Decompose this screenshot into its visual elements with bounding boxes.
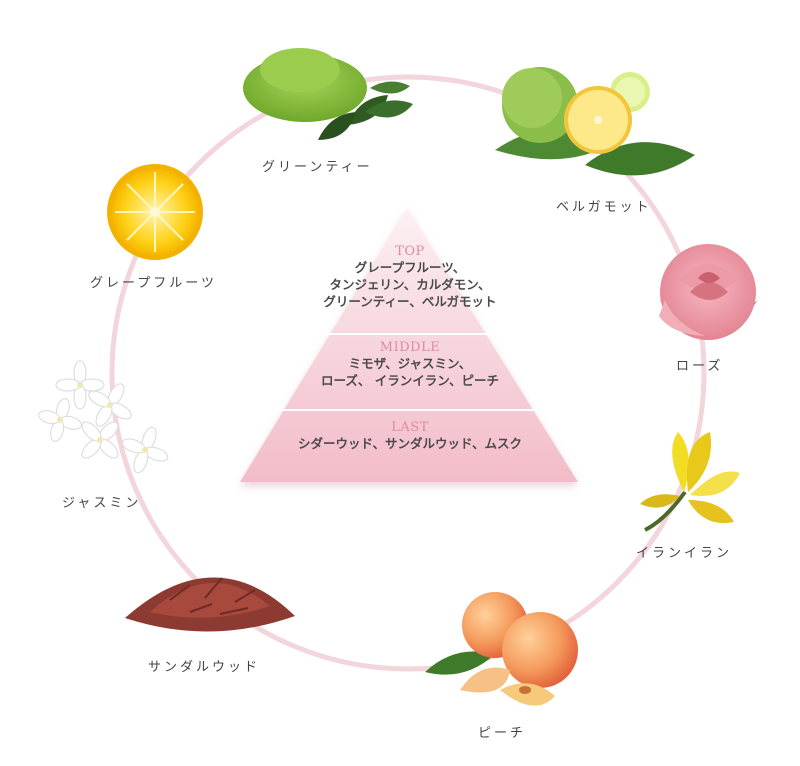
top-notes-line-1: グレープフルーツ、 — [354, 260, 466, 275]
grapefruit-icon — [107, 164, 203, 260]
top-notes: TOP グレープフルーツ、 タンジェリン、カルダモン、 グリーンティー、ベルガモ… — [240, 244, 580, 310]
label-rose: ローズ — [676, 359, 724, 374]
middle-notes-line-1: ミモザ、ジャスミン、 — [348, 356, 472, 371]
top-notes-line-2: タンジェリン、カルダモン、 — [329, 277, 491, 292]
ylang-ylang-icon — [640, 432, 740, 532]
label-ylang-ylang: イランイラン — [636, 546, 733, 561]
peach-icon — [425, 592, 578, 706]
label-peach: ピーチ — [478, 726, 527, 741]
last-notes-line-1: シダーウッド、サンダルウッド、ムスク — [297, 436, 522, 451]
sandalwood-icon — [125, 577, 295, 632]
middle-notes-line-2: ローズ、 イランイラン、ピーチ — [321, 373, 499, 388]
rose-icon — [659, 244, 758, 340]
label-sandalwood: サンダルウッド — [148, 660, 261, 675]
label-grapefruit: グレープフルーツ — [90, 276, 217, 291]
label-jasmine: ジャスミン — [62, 496, 142, 511]
matcha-powder-icon — [243, 48, 413, 140]
last-notes-heading: LAST — [391, 420, 429, 435]
connecting-ring — [109, 74, 707, 672]
label-green-tea: グリーンティー — [262, 160, 373, 175]
top-notes-heading: TOP — [395, 244, 425, 259]
top-notes-line-3: グリーンティー、ベルガモット — [323, 294, 497, 309]
label-bergamot: ベルガモット — [556, 200, 652, 215]
bergamot-icon — [495, 67, 695, 176]
note-pyramid — [240, 208, 578, 482]
last-notes: LAST シダーウッド、サンダルウッド、ムスク — [240, 420, 580, 452]
middle-notes-heading: MIDDLE — [379, 340, 441, 355]
middle-notes: MIDDLE ミモザ、ジャスミン、 ローズ、 イランイラン、ピーチ — [240, 340, 580, 389]
jasmine-icon — [38, 360, 169, 474]
